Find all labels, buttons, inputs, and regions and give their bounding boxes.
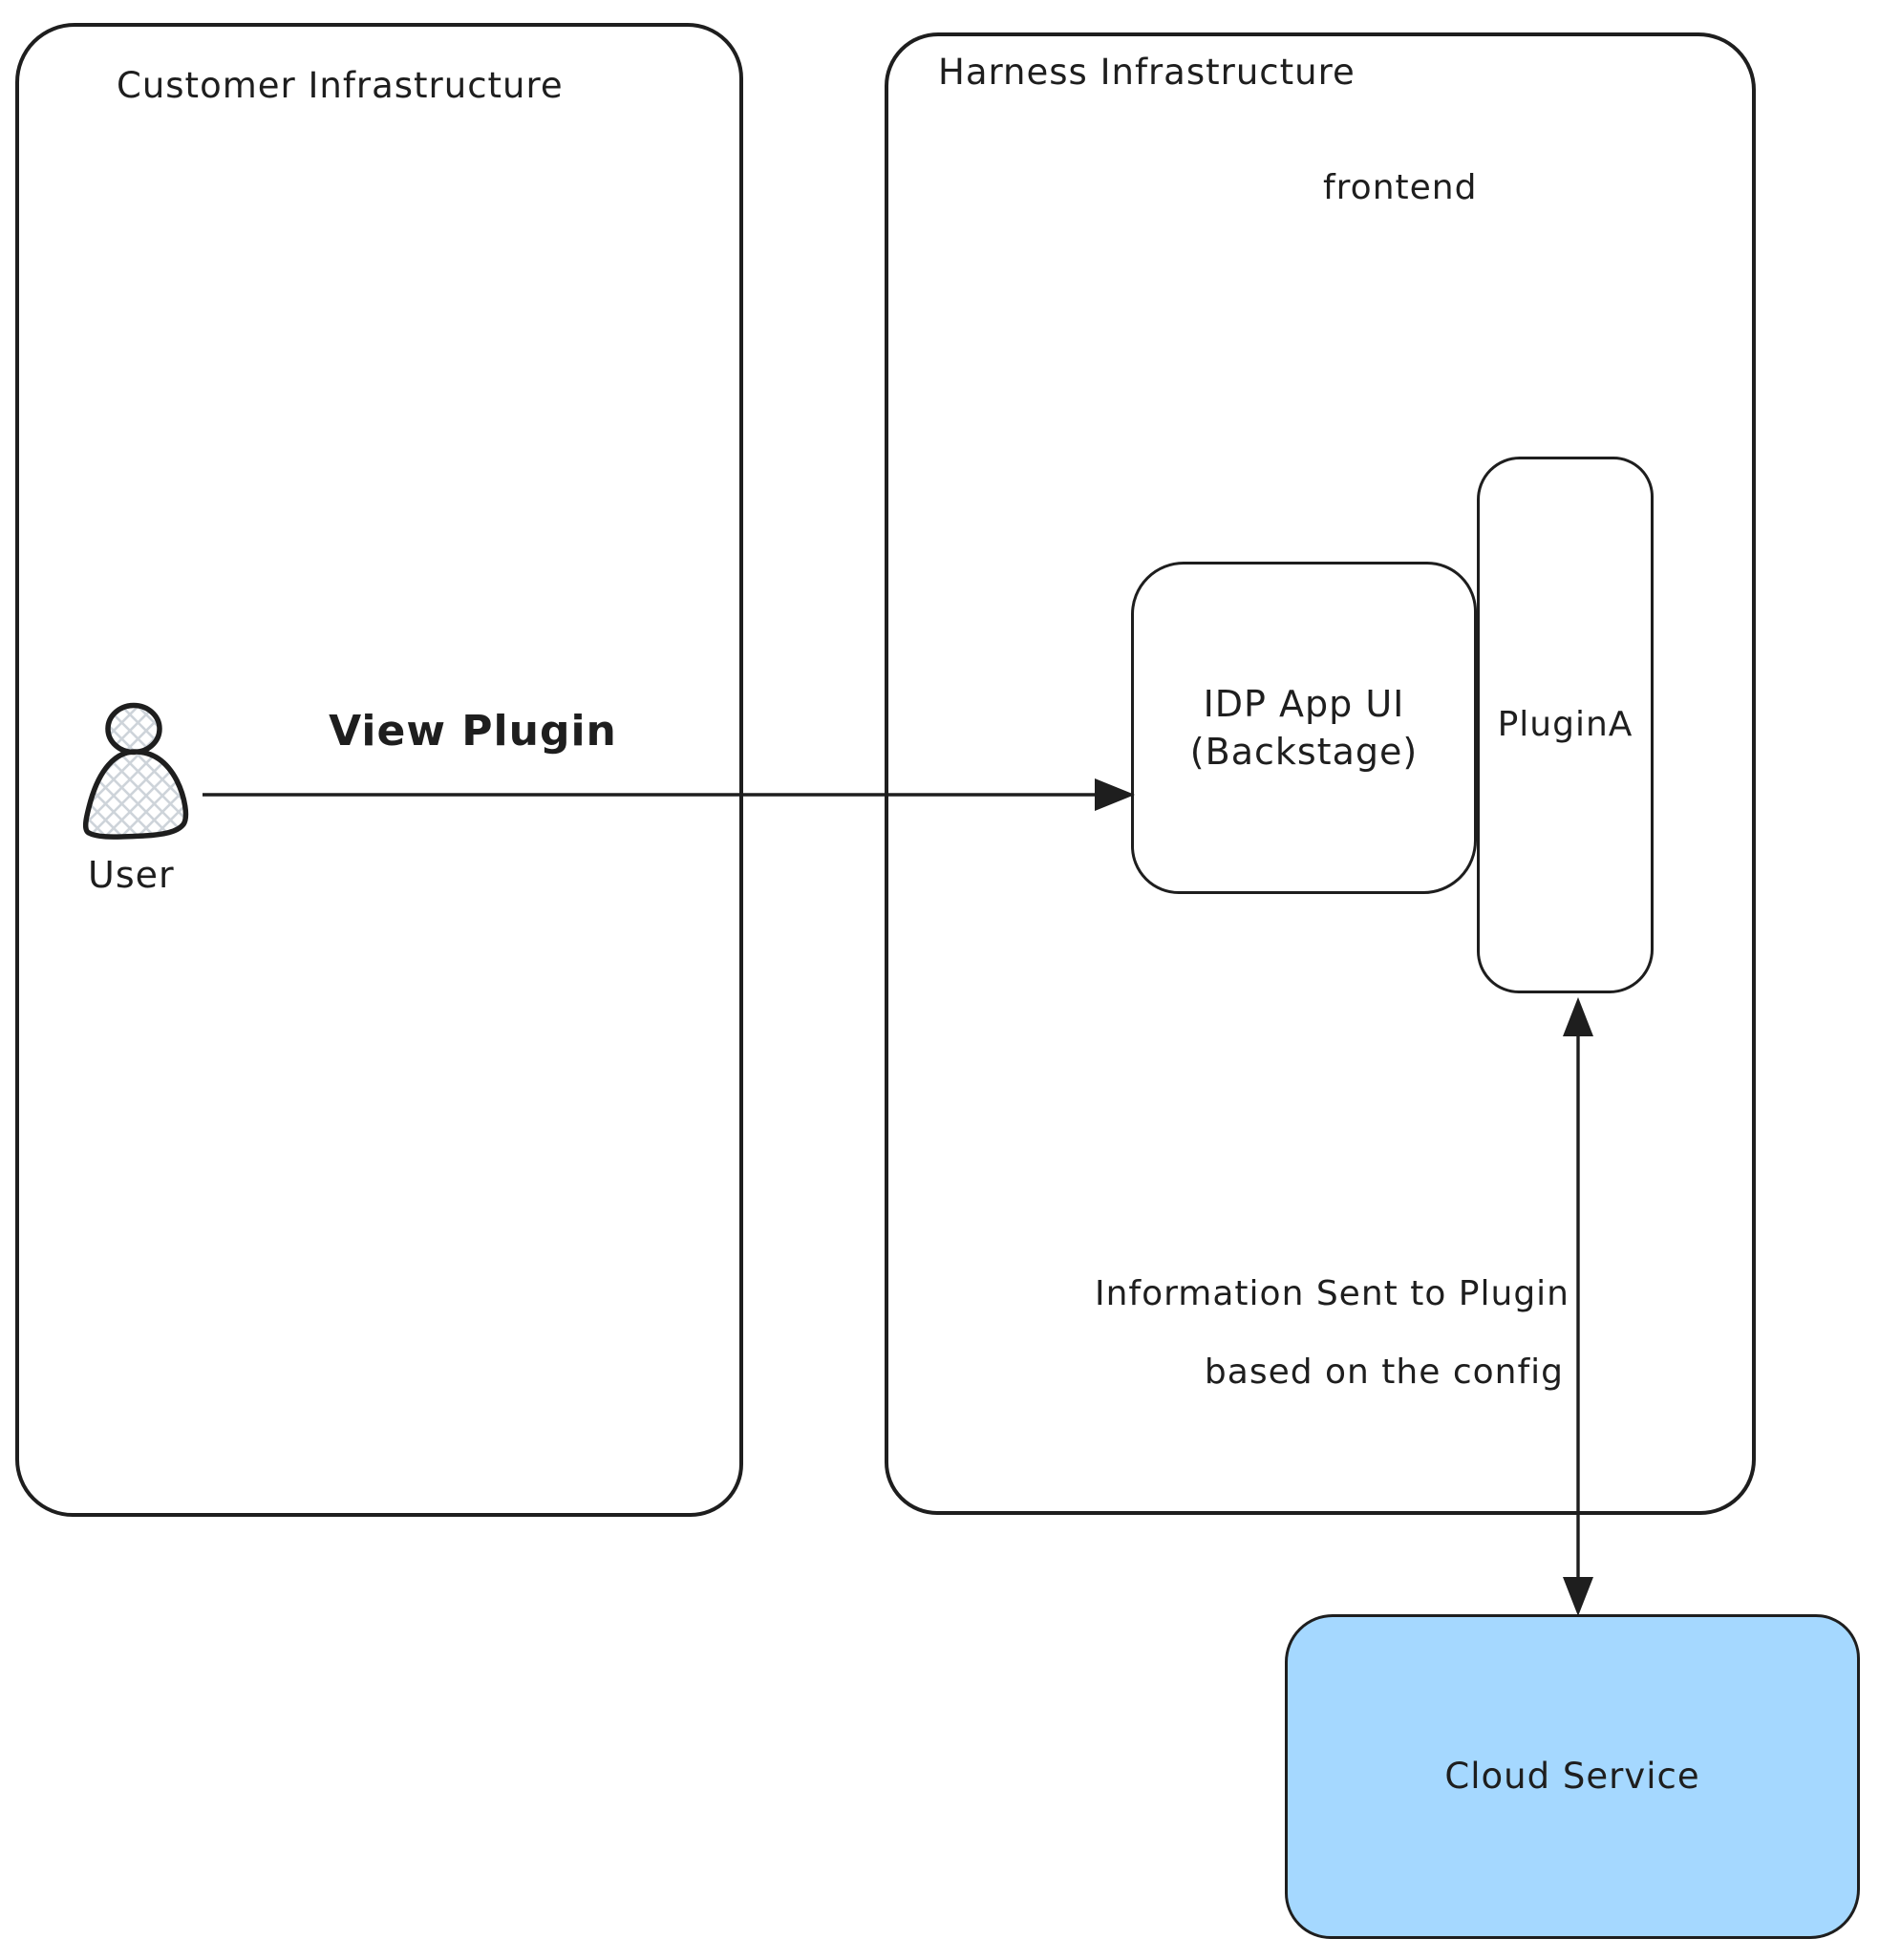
- info-sent-label-line2: based on the config: [1204, 1353, 1564, 1392]
- cloud-service-label: Cloud Service: [1444, 1755, 1700, 1797]
- info-sent-label-line1: Information Sent to Plugin: [1095, 1274, 1569, 1313]
- frontend-label: frontend: [1323, 168, 1478, 207]
- idp-app-ui-label: IDP App UI (Backstage): [1190, 680, 1418, 776]
- arrowhead-down-icon: [1563, 1577, 1593, 1616]
- harness-infrastructure-box: [885, 32, 1756, 1515]
- idp-app-ui-node: IDP App UI (Backstage): [1131, 562, 1477, 894]
- idp-app-ui-label-line2: (Backstage): [1189, 731, 1419, 773]
- customer-infrastructure-title: Customer Infrastructure: [117, 65, 564, 106]
- plugin-a-label: PluginA: [1497, 705, 1633, 745]
- view-plugin-arrow-label: View Plugin: [329, 707, 617, 756]
- plugin-a-node: PluginA: [1477, 457, 1654, 993]
- idp-app-ui-label-line1: IDP App UI: [1203, 682, 1405, 725]
- cloud-service-node: Cloud Service: [1285, 1614, 1860, 1939]
- harness-infrastructure-title: Harness Infrastructure: [938, 52, 1356, 93]
- user-label: User: [88, 854, 175, 896]
- customer-infrastructure-box: [15, 23, 743, 1517]
